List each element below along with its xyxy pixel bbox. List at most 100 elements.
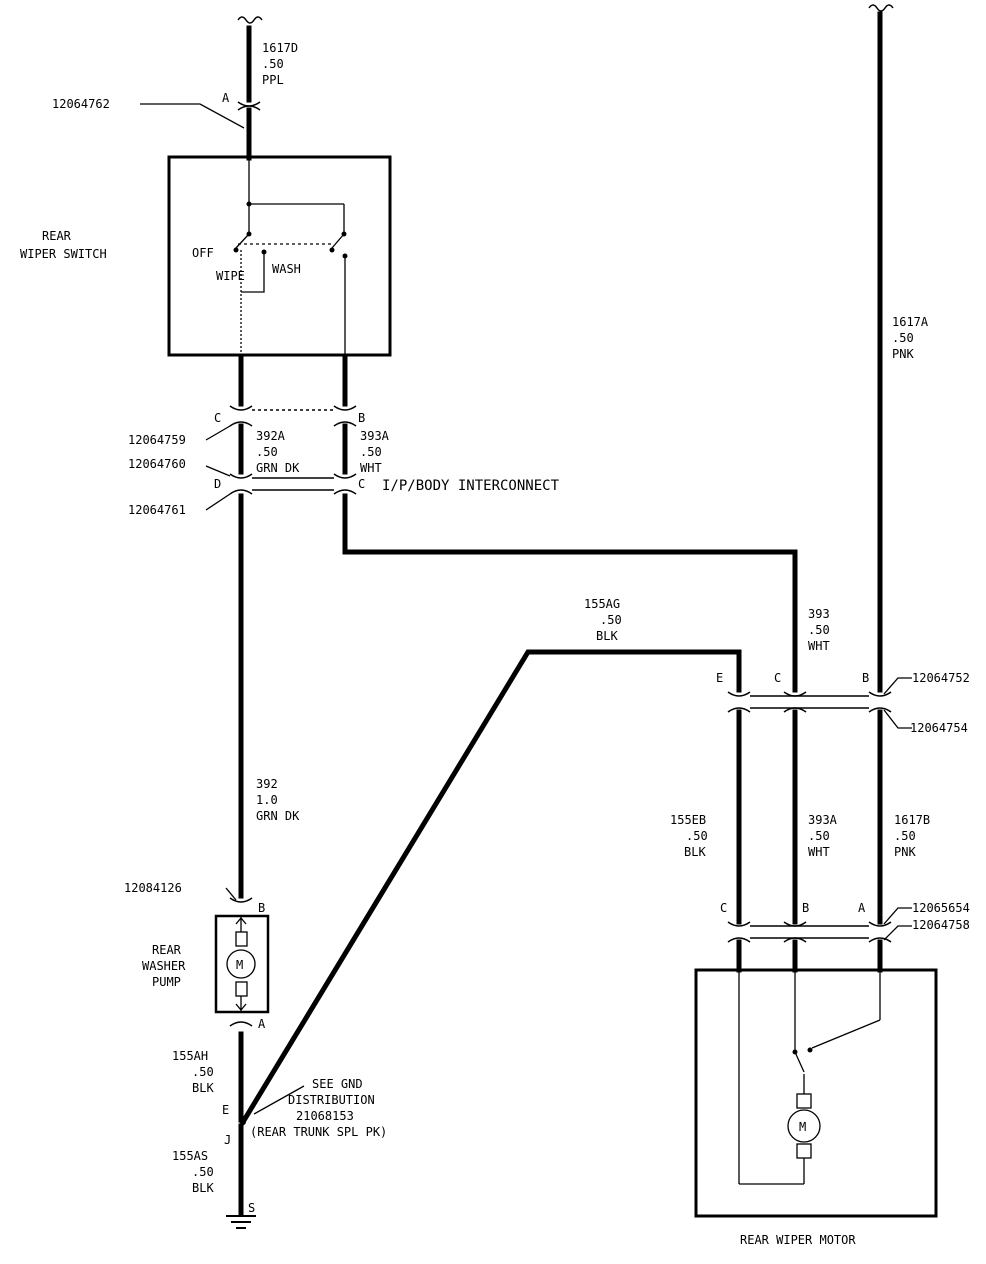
connector-12065654: 12065654 bbox=[912, 901, 970, 915]
svg-text:.50: .50 bbox=[192, 1065, 214, 1079]
wire-label-393: 393 .50 WHT bbox=[808, 607, 830, 653]
conn-arc bbox=[727, 691, 751, 697]
svg-text:155AH: 155AH bbox=[172, 1049, 208, 1063]
break-marks bbox=[229, 4, 894, 1027]
svg-text:1617D: 1617D bbox=[262, 41, 298, 55]
svg-text:BLK: BLK bbox=[684, 845, 706, 859]
pin-c-switch: C bbox=[214, 411, 221, 425]
svg-text:.50: .50 bbox=[892, 331, 914, 345]
svg-text:PNK: PNK bbox=[894, 845, 916, 859]
svg-text:.50: .50 bbox=[686, 829, 708, 843]
wire-393 bbox=[342, 493, 798, 693]
connector-12064754: 12064754 bbox=[910, 721, 968, 735]
pump-name-3: PUMP bbox=[152, 975, 181, 989]
svg-text:PNK: PNK bbox=[892, 347, 914, 361]
conn-arc bbox=[727, 937, 751, 943]
conn-arc bbox=[229, 473, 253, 479]
pin-e-motor-conn: E bbox=[716, 671, 723, 685]
connector-12064761: 12064761 bbox=[128, 503, 186, 517]
conn-arc bbox=[727, 921, 751, 927]
pump-name-2: WASHER bbox=[142, 959, 186, 973]
ground-note-3: 21068153 bbox=[296, 1109, 354, 1123]
motor-symbol: M bbox=[799, 1120, 806, 1134]
wire-label-393a-bottom: 393A .50 WHT bbox=[808, 813, 838, 859]
connector-12084126: 12084126 bbox=[124, 881, 182, 895]
conn-arc bbox=[333, 489, 357, 495]
wire-break-top bbox=[237, 16, 263, 24]
svg-text:392: 392 bbox=[256, 777, 278, 791]
conn-arc bbox=[237, 105, 261, 111]
switch-name-1: REAR bbox=[42, 229, 72, 243]
pin-e-ground: E bbox=[222, 1103, 229, 1117]
pump-motor-symbol: M bbox=[236, 958, 243, 972]
pin-c-interconnect: C bbox=[358, 477, 365, 491]
wire-label-155as: 155AS .50 BLK bbox=[172, 1149, 214, 1195]
wire-label-155eb: 155EB .50 BLK bbox=[670, 813, 708, 859]
leader-lines bbox=[140, 103, 912, 1115]
switch-pos-wash: WASH bbox=[272, 262, 301, 276]
wire-break-top-right bbox=[868, 4, 894, 12]
svg-text:.50: .50 bbox=[600, 613, 622, 627]
svg-text:.50: .50 bbox=[192, 1165, 214, 1179]
interconnect-label: I/P/BODY INTERCONNECT bbox=[382, 478, 560, 494]
connector-12064759: 12064759 bbox=[128, 433, 186, 447]
conn-arc bbox=[333, 421, 357, 427]
wire-label-392a: 392A .50 GRN DK bbox=[256, 429, 300, 475]
svg-text:WHT: WHT bbox=[360, 461, 382, 475]
conn-arc bbox=[229, 489, 253, 495]
svg-text:1617B: 1617B bbox=[894, 813, 930, 827]
pin-b-motor-conn: B bbox=[862, 671, 869, 685]
conn-arc bbox=[229, 405, 253, 411]
connector-12064752: 12064752 bbox=[912, 671, 970, 685]
connector-12064760: 12064760 bbox=[128, 457, 186, 471]
wire-label-1617a: 1617A .50 PNK bbox=[892, 315, 929, 361]
svg-text:WHT: WHT bbox=[808, 845, 830, 859]
conn-arc bbox=[868, 937, 892, 943]
rear-wiper-motor: M bbox=[694, 968, 938, 1218]
pin-s-ground: S bbox=[248, 1201, 255, 1215]
rear-wiper-switch: OFF WIPE WASH bbox=[167, 155, 392, 357]
svg-text:155AG: 155AG bbox=[584, 597, 620, 611]
conn-arc bbox=[229, 421, 253, 427]
wire-label-393a-top: 393A .50 WHT bbox=[360, 429, 390, 475]
svg-text:393: 393 bbox=[808, 607, 830, 621]
conn-arc bbox=[333, 473, 357, 479]
ground-note-4: (REAR TRUNK SPL PK) bbox=[250, 1125, 387, 1139]
svg-text:PPL: PPL bbox=[262, 73, 284, 87]
conn-arc bbox=[868, 691, 892, 697]
switch-pos-wipe: WIPE bbox=[216, 269, 245, 283]
svg-text:BLK: BLK bbox=[192, 1181, 214, 1195]
svg-text:392A: 392A bbox=[256, 429, 286, 443]
wire-label-155ah: 155AH .50 BLK bbox=[172, 1049, 214, 1095]
svg-text:.50: .50 bbox=[256, 445, 278, 459]
svg-text:BLK: BLK bbox=[596, 629, 618, 643]
ground-splice bbox=[240, 1119, 246, 1125]
pin-b-motor: B bbox=[802, 901, 809, 915]
svg-text:.50: .50 bbox=[360, 445, 382, 459]
svg-text:GRN DK: GRN DK bbox=[256, 809, 300, 823]
svg-text:.50: .50 bbox=[894, 829, 916, 843]
wires bbox=[238, 11, 883, 1217]
svg-text:393A: 393A bbox=[808, 813, 838, 827]
connector-12064758: 12064758 bbox=[912, 918, 970, 932]
wire-label-1617b: 1617B .50 PNK bbox=[894, 813, 930, 859]
svg-text:.50: .50 bbox=[808, 829, 830, 843]
svg-text:WHT: WHT bbox=[808, 639, 830, 653]
motor-name: REAR WIPER MOTOR bbox=[740, 1233, 856, 1247]
connector-12064762: 12064762 bbox=[52, 97, 110, 111]
pin-b-switch: B bbox=[358, 411, 365, 425]
conn-arc bbox=[229, 897, 253, 903]
svg-text:.50: .50 bbox=[262, 57, 284, 71]
ground-note-1: SEE GND bbox=[312, 1077, 363, 1091]
conn-arc bbox=[868, 921, 892, 927]
pin-a-motor: A bbox=[858, 901, 866, 915]
pin-a-switch: A bbox=[222, 91, 230, 105]
pin-c-motor-conn: C bbox=[774, 671, 781, 685]
pin-b-pump: B bbox=[258, 901, 265, 915]
ground-note-2: DISTRIBUTION bbox=[288, 1093, 375, 1107]
switch-pos-off: OFF bbox=[192, 246, 214, 260]
pin-d-interconnect: D bbox=[214, 477, 221, 491]
svg-text:155AS: 155AS bbox=[172, 1149, 208, 1163]
svg-text:155EB: 155EB bbox=[670, 813, 706, 827]
